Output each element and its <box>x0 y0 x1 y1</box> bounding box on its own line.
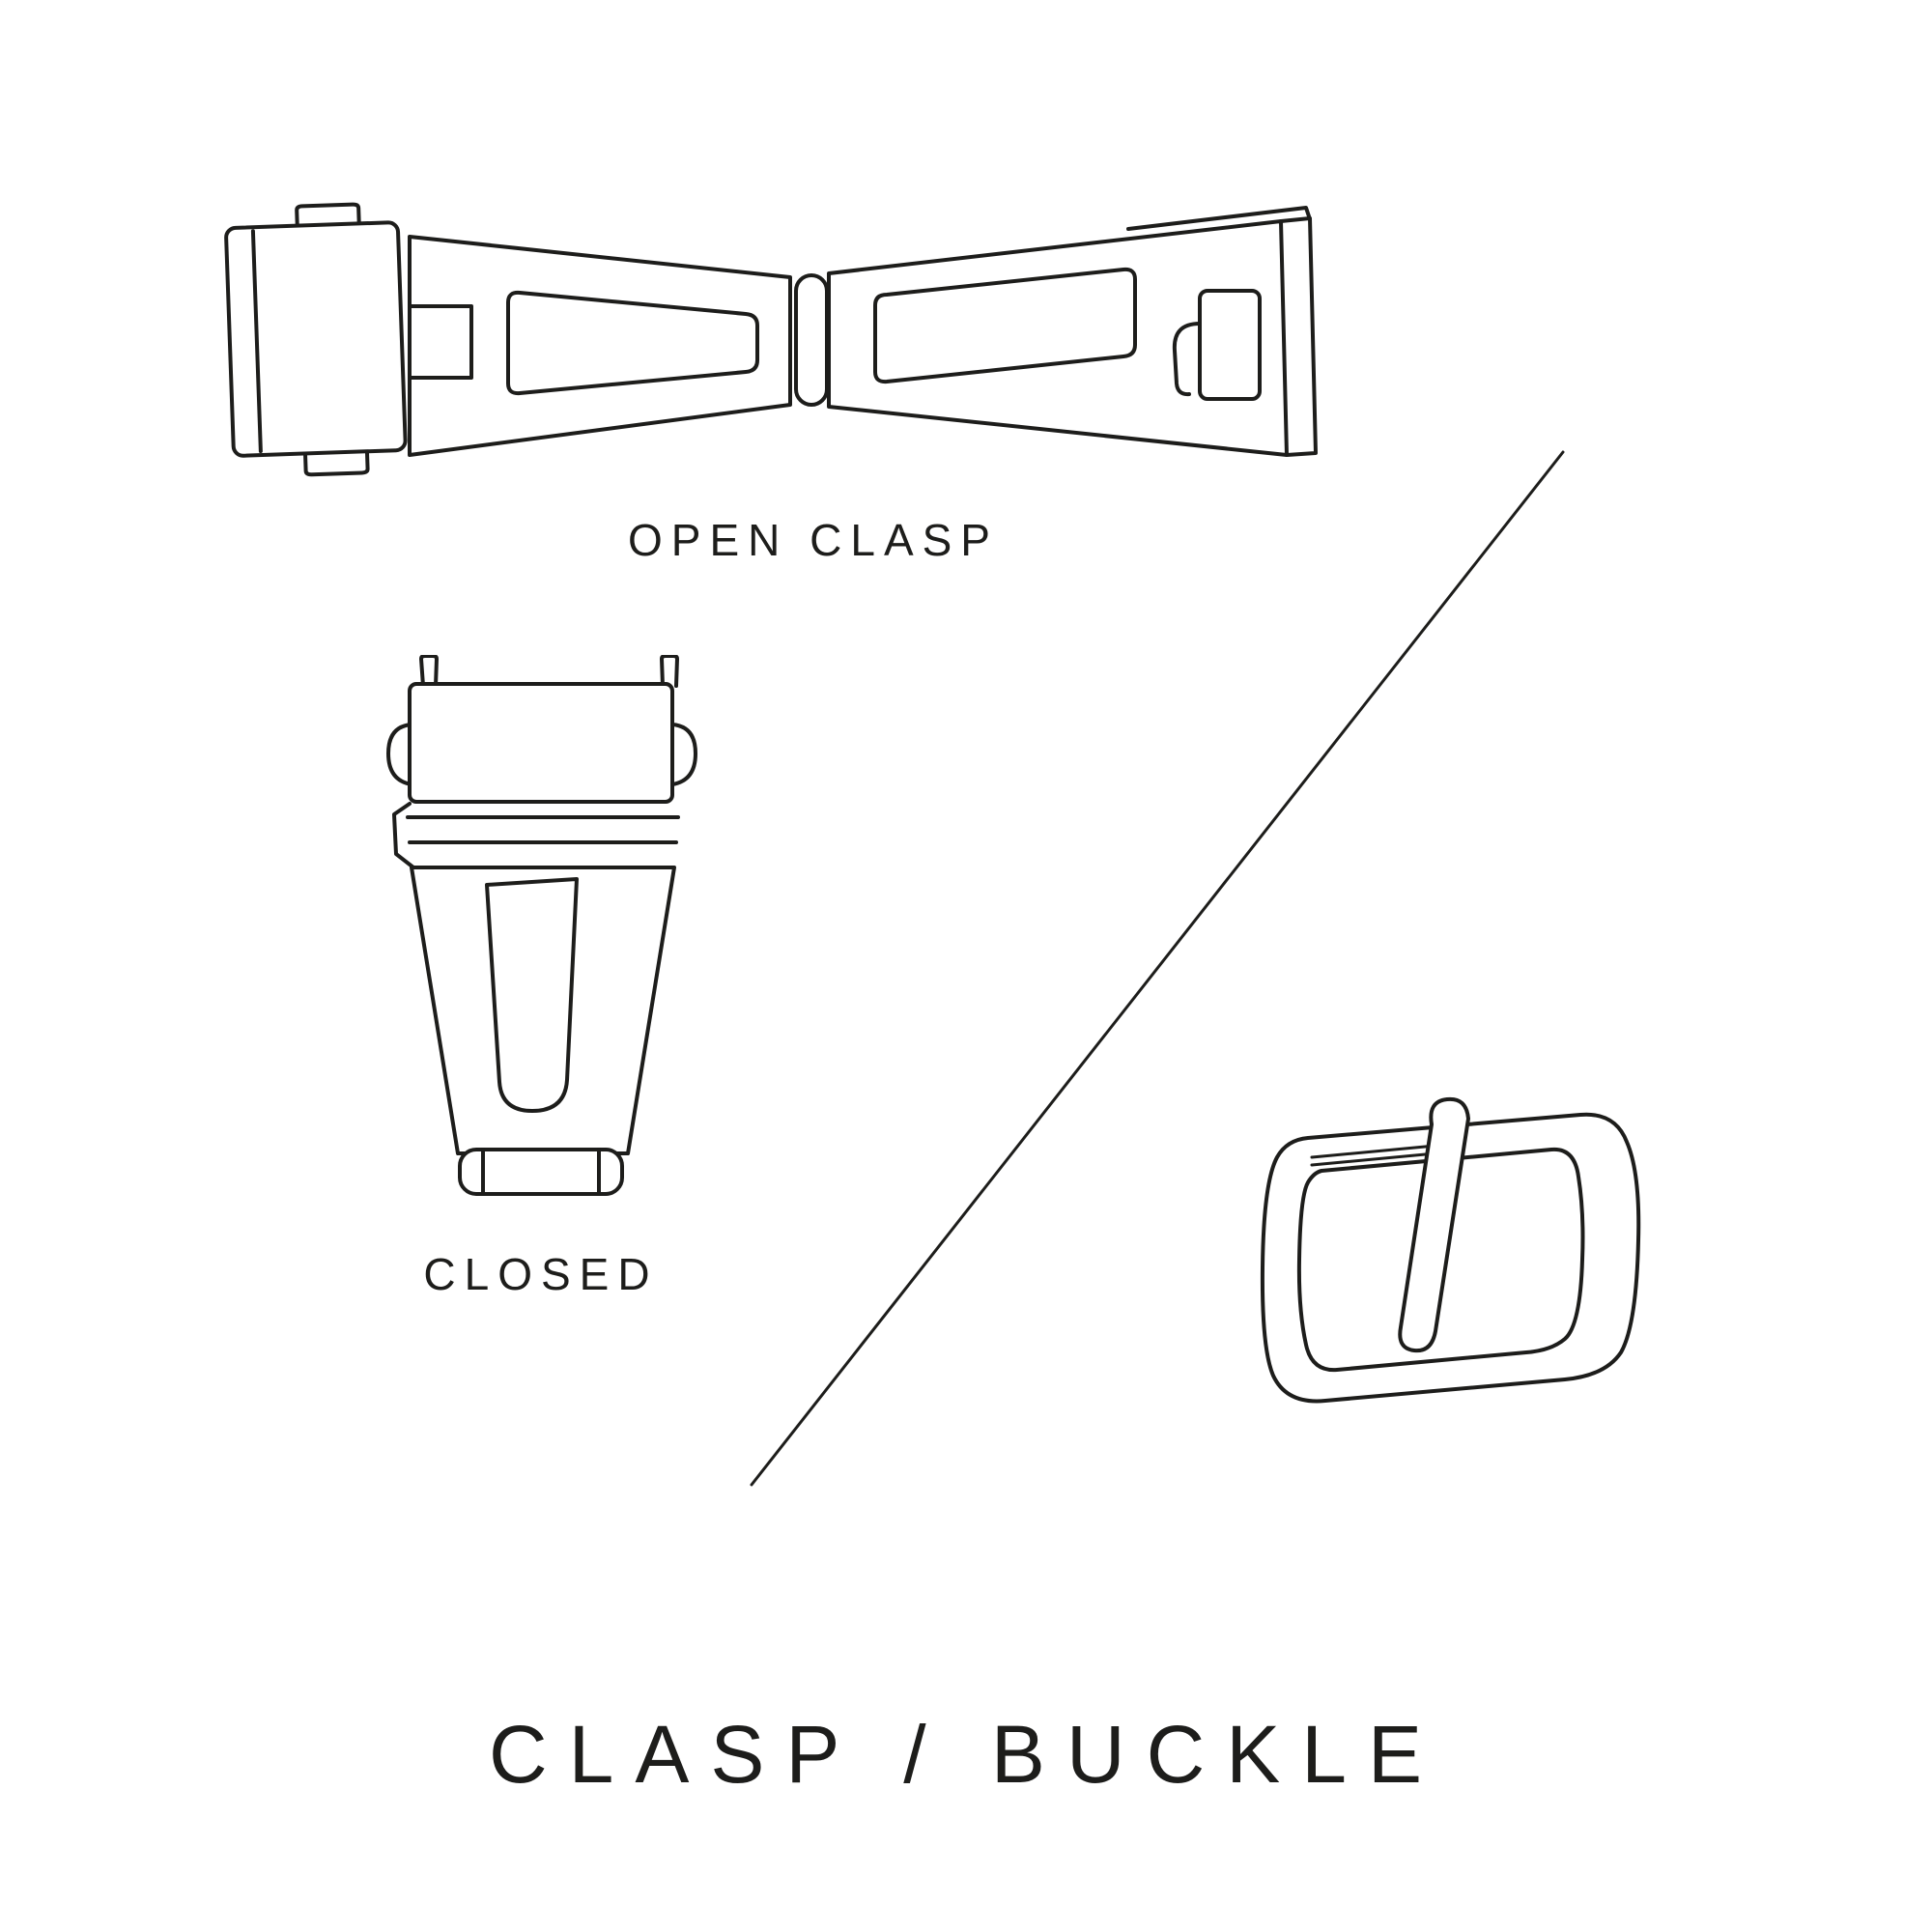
end-link-bottom-tab <box>302 449 370 477</box>
left-blade-inner-outline <box>506 290 759 396</box>
right-blade-inner-outline <box>873 267 1137 384</box>
end-link-edge-line <box>250 229 263 454</box>
right-end-cap <box>1279 216 1318 457</box>
body-inner-channel <box>485 877 579 1113</box>
closed-clasp-lines <box>386 655 697 1196</box>
tang-buckle-svg <box>1260 1096 1641 1404</box>
page-title: CLASP / BUCKLE <box>488 1709 1444 1800</box>
left-pusher <box>392 802 415 869</box>
diagonal-divider-line <box>744 444 1571 1492</box>
center-hinge <box>794 273 829 407</box>
buckle-frame-inner <box>1296 1147 1585 1373</box>
open-clasp-lines <box>224 202 1318 477</box>
left-prong <box>419 655 439 688</box>
end-link-body <box>224 220 408 458</box>
left-end-link <box>224 202 408 477</box>
right-end-hook <box>1172 322 1202 397</box>
left-blade <box>408 235 792 457</box>
closed-clasp-svg <box>386 655 697 1196</box>
end-link-top-tab <box>295 202 361 228</box>
spring-bar-bottom-line <box>1310 1151 1437 1167</box>
left-blade-notch <box>410 304 473 380</box>
right-end-plate <box>1126 206 1312 231</box>
right-prong <box>660 655 679 688</box>
buckle-tongue <box>1398 1096 1470 1353</box>
right-end-cutout <box>1198 289 1262 401</box>
closed-clasp-label: CLOSED <box>423 1249 659 1299</box>
right-ear <box>670 723 697 786</box>
bottom-cap <box>458 1148 624 1196</box>
spring-bar-top-line <box>1310 1144 1437 1159</box>
diagonal-line-svg <box>750 450 1565 1487</box>
left-ear <box>386 723 413 786</box>
tang-buckle-lines <box>1260 1096 1641 1404</box>
open-clasp-svg <box>224 202 1318 477</box>
right-blade <box>827 219 1289 457</box>
divider-line <box>750 450 1565 1487</box>
open-clasp-label: OPEN CLASP <box>628 515 999 565</box>
tang-buckle-illustration <box>1244 1094 1650 1417</box>
open-clasp-illustration <box>220 198 1321 488</box>
cover-block <box>408 682 674 804</box>
body <box>410 866 676 1155</box>
spring-bar <box>1310 1144 1437 1167</box>
buckle-frame-outer <box>1260 1112 1641 1404</box>
closed-clasp-illustration <box>384 655 713 1210</box>
